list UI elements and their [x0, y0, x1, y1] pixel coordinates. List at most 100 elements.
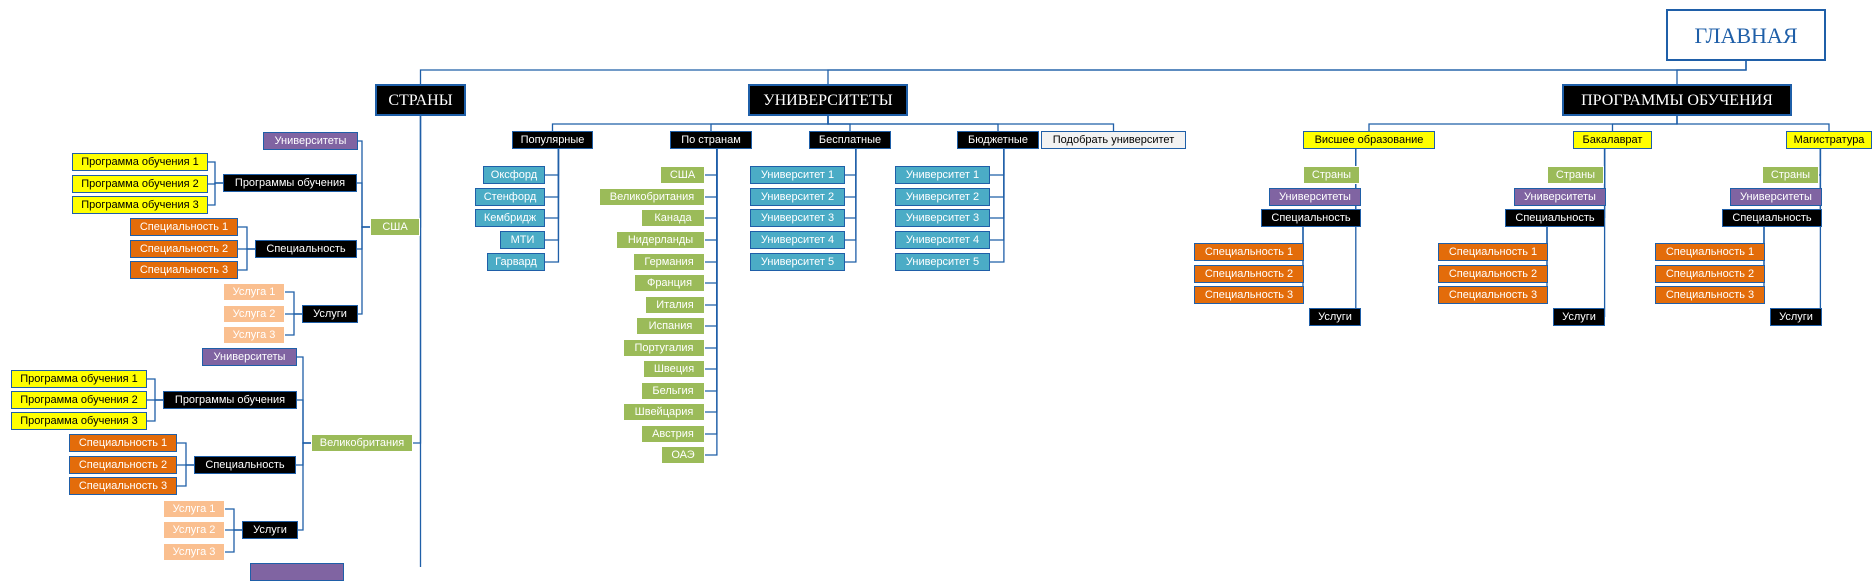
node-uk-u2[interactable]: Услуга 2	[163, 521, 225, 539]
node-ba-univ[interactable]: Университеты	[1514, 188, 1606, 206]
node-uk-u3[interactable]: Услуга 3	[163, 543, 225, 561]
node-f5[interactable]: Университет 5	[750, 253, 845, 271]
node-uk-prog[interactable]: Программы обучения	[163, 391, 297, 409]
node-master[interactable]: Магистратура	[1786, 131, 1872, 149]
node-uk-spec[interactable]: Специальность	[194, 456, 296, 474]
node-usa-s1[interactable]: Специальность 1	[130, 218, 238, 236]
node-f2[interactable]: Университет 2	[750, 188, 845, 206]
node-c-es[interactable]: Испания	[636, 317, 705, 335]
node-bachelor[interactable]: Бакалаврат	[1573, 131, 1652, 149]
node-uk-univ[interactable]: Университеты	[202, 348, 297, 366]
node-c-fr[interactable]: Франция	[634, 274, 705, 292]
node-usa-p1[interactable]: Программа обучения 1	[72, 153, 208, 171]
node-h-spec[interactable]: Специальность	[1261, 209, 1361, 227]
connector	[238, 227, 255, 249]
node-usa-s3[interactable]: Специальность 3	[130, 261, 238, 279]
node-ma-countries[interactable]: Страны	[1762, 166, 1819, 184]
node-usa-spec[interactable]: Специальность	[255, 240, 357, 258]
connector	[705, 149, 717, 412]
node-c-be[interactable]: Бельгия	[641, 382, 705, 400]
node-budget[interactable]: Бюджетные	[957, 131, 1039, 149]
connector	[208, 183, 223, 205]
node-c-uk[interactable]: Великобритания	[599, 188, 705, 206]
node-popular[interactable]: Популярные	[512, 131, 593, 149]
node-free[interactable]: Бесплатные	[809, 131, 891, 149]
node-f4[interactable]: Университет 4	[750, 231, 845, 249]
node-pick[interactable]: Подобрать университет	[1041, 131, 1186, 149]
node-ma-s2[interactable]: Специальность 2	[1655, 265, 1765, 283]
node-uk-s2[interactable]: Специальность 2	[69, 456, 177, 474]
node-c-nl[interactable]: Нидерланды	[616, 231, 705, 249]
node-usa-serv[interactable]: Услуги	[302, 305, 358, 323]
node-oxford[interactable]: Оксфорд	[483, 166, 545, 184]
node-mit[interactable]: МТИ	[500, 231, 545, 249]
node-c-ch[interactable]: Швейцария	[623, 403, 705, 421]
node-harvard[interactable]: Гарвард	[487, 253, 545, 271]
node-bycountry[interactable]: По странам	[670, 131, 752, 149]
node-ba-s3[interactable]: Специальность 3	[1438, 286, 1548, 304]
node-b5[interactable]: Университет 5	[895, 253, 990, 271]
connector	[845, 149, 856, 175]
node-countries[interactable]: СТРАНЫ	[375, 84, 466, 116]
node-usa-prog[interactable]: Программы обучения	[223, 174, 357, 192]
node-uk-p2[interactable]: Программа обучения 2	[11, 391, 147, 409]
node-h-s3[interactable]: Специальность 3	[1194, 286, 1304, 304]
node-c-canada[interactable]: Канада	[641, 209, 705, 227]
node-uk-u1[interactable]: Услуга 1	[163, 500, 225, 518]
node-c-se[interactable]: Швеция	[643, 360, 705, 378]
node-ma-univ[interactable]: Университеты	[1730, 188, 1822, 206]
node-f3[interactable]: Университет 3	[750, 209, 845, 227]
node-h-serv[interactable]: Услуги	[1309, 308, 1361, 326]
node-ba-serv[interactable]: Услуги	[1553, 308, 1605, 326]
node-b2[interactable]: Университет 2	[895, 188, 990, 206]
node-ma-s3[interactable]: Специальность 3	[1655, 286, 1765, 304]
node-c-de[interactable]: Германия	[633, 253, 705, 271]
connector	[421, 61, 1747, 84]
node-b3[interactable]: Университет 3	[895, 209, 990, 227]
node-uk-s1[interactable]: Специальность 1	[69, 434, 177, 452]
node-h-univ[interactable]: Университеты	[1269, 188, 1361, 206]
connector	[285, 314, 302, 335]
node-c-at[interactable]: Австрия	[641, 425, 705, 443]
node-ba-countries[interactable]: Страны	[1547, 166, 1604, 184]
node-uk-p1[interactable]: Программа обучения 1	[11, 370, 147, 388]
node-higher[interactable]: Висшее образование	[1303, 131, 1435, 149]
node-partial[interactable]	[250, 563, 344, 581]
node-b4[interactable]: Университет 4	[895, 231, 990, 249]
node-uk[interactable]: Великобритания	[311, 434, 413, 452]
node-usa-s2[interactable]: Специальность 2	[130, 240, 238, 258]
node-h-s1[interactable]: Специальность 1	[1194, 243, 1304, 261]
node-usa-u1[interactable]: Услуга 1	[223, 283, 285, 301]
node-ma-spec[interactable]: Специальность	[1722, 209, 1822, 227]
node-ba-s2[interactable]: Специальность 2	[1438, 265, 1548, 283]
node-ba-spec[interactable]: Специальность	[1505, 209, 1605, 227]
node-cambridge[interactable]: Кембридж	[475, 209, 545, 227]
node-uk-s3[interactable]: Специальность 3	[69, 477, 177, 495]
node-stanford[interactable]: Стенфорд	[475, 188, 545, 206]
node-programs[interactable]: ПРОГРАММЫ ОБУЧЕНИЯ	[1562, 84, 1792, 116]
node-usa-u2[interactable]: Услуга 2	[223, 305, 285, 323]
node-h-s2[interactable]: Специальность 2	[1194, 265, 1304, 283]
connector	[705, 149, 717, 197]
node-h-countries[interactable]: Страны	[1303, 166, 1360, 184]
node-c-it[interactable]: Италия	[645, 296, 705, 314]
node-universities[interactable]: УНИВЕРСИТЕТЫ	[748, 84, 908, 116]
node-ba-s1[interactable]: Специальность 1	[1438, 243, 1548, 261]
node-b1[interactable]: Университет 1	[895, 166, 990, 184]
node-usa-univ[interactable]: Университеты	[263, 132, 358, 150]
node-usa-p2[interactable]: Программа обучения 2	[72, 175, 208, 193]
node-c-pt[interactable]: Португалия	[623, 339, 705, 357]
node-main[interactable]: ГЛАВНАЯ	[1666, 9, 1826, 61]
connector	[1547, 227, 1548, 295]
node-usa[interactable]: США	[370, 218, 420, 236]
node-uk-p3[interactable]: Программа обучения 3	[11, 412, 147, 430]
node-usa-u3[interactable]: Услуга 3	[223, 326, 285, 344]
connector	[705, 149, 717, 305]
node-c-usa[interactable]: США	[660, 166, 705, 184]
node-usa-p3[interactable]: Программа обучения 3	[72, 196, 208, 214]
node-f1[interactable]: Университет 1	[750, 166, 845, 184]
node-ma-serv[interactable]: Услуги	[1770, 308, 1822, 326]
node-ma-s1[interactable]: Специальность 1	[1655, 243, 1765, 261]
node-uk-serv[interactable]: Услуги	[242, 521, 298, 539]
node-c-ae[interactable]: ОАЭ	[661, 446, 705, 464]
